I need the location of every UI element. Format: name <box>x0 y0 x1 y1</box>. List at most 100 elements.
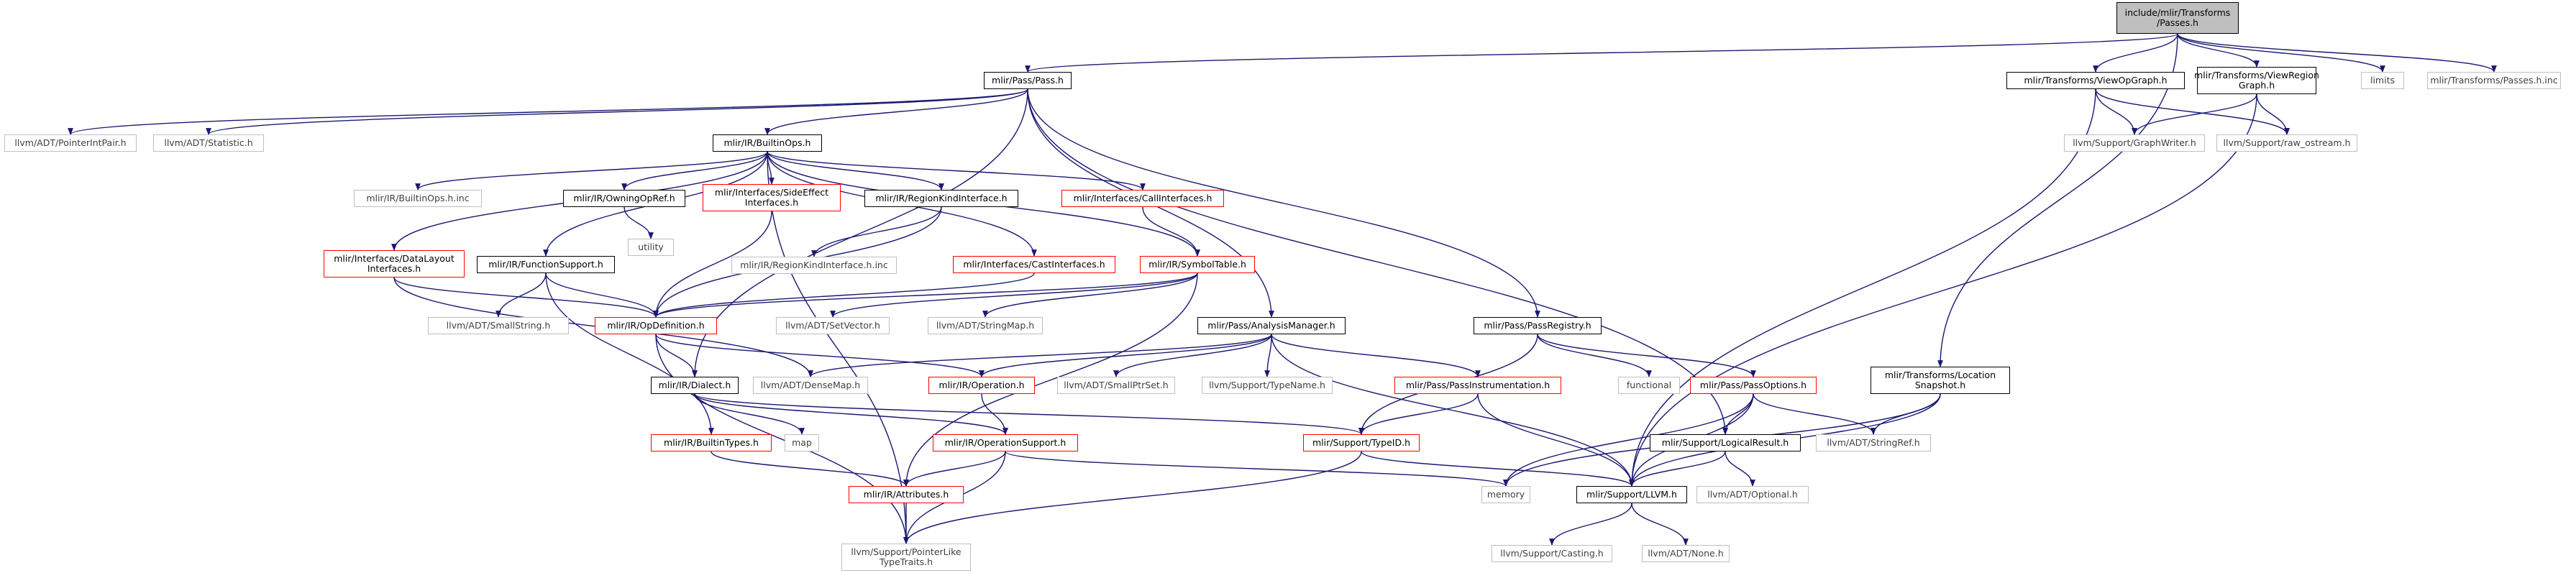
edge-symboltable-to-setvector <box>830 272 1198 318</box>
edge-pass-h-to-pointerintpair <box>68 88 1028 135</box>
edge-analysismanager-to-densemap <box>808 334 1272 377</box>
edge-passes-h-to-passes-inc <box>2177 33 2497 73</box>
graph-node-viewopgraph[interactable]: mlir/Transforms/ViewOpGraph.h <box>2006 72 2185 89</box>
edge-passes-h-to-pass-h <box>1025 33 2178 73</box>
edge-dialect-to-map <box>694 393 805 435</box>
graph-node-sideeffect[interactable]: mlir/Interfaces/SideEffect Interfaces.h <box>703 184 841 211</box>
edge-passoptions-to-stringref <box>1753 393 1876 435</box>
edge-passes-h-to-viewopgraph <box>2093 33 2178 73</box>
edge-builtinops-to-builtinops-inc <box>415 151 768 191</box>
edge-pass-h-to-builtinops <box>764 88 1028 135</box>
graph-node-datalayout[interactable]: mlir/Interfaces/DataLayout Interfaces.h <box>324 250 465 278</box>
graph-node-passes-h[interactable]: include/mlir/Transforms /Passes.h <box>2116 2 2239 34</box>
edge-castinterfaces-to-opdefinition <box>653 272 1035 318</box>
edge-llvm-h-to-casting <box>1549 503 1632 546</box>
graph-node-optional: llvm/ADT/Optional.h <box>1696 486 1809 503</box>
graph-node-viewregiongraph[interactable]: mlir/Transforms/ViewRegion Graph.h <box>2194 67 2319 94</box>
graph-node-typename: llvm/Support/TypeName.h <box>1202 377 1333 394</box>
edge-pass-h-to-statistic <box>206 88 1028 135</box>
graph-node-pass-h[interactable]: mlir/Pass/Pass.h <box>984 72 1072 89</box>
graph-node-stringmap: llvm/ADT/StringMap.h <box>928 317 1043 334</box>
graph-node-builtinops[interactable]: mlir/IR/BuiltinOps.h <box>713 134 822 152</box>
edge-viewopgraph-to-llvm-h <box>1629 88 2096 487</box>
graph-node-castinterfaces[interactable]: mlir/Interfaces/CastInterfaces.h <box>953 256 1115 273</box>
edge-operationsupport-to-attributes <box>903 451 1006 487</box>
edge-passinstrumentation-to-typeid <box>1358 393 1479 435</box>
edge-passes-h-to-viewregiongraph <box>2177 33 2260 68</box>
graph-node-raw-ostream: llvm/Support/raw_ostream.h <box>2216 134 2357 152</box>
graph-node-limits: limits <box>2361 72 2404 89</box>
edge-analysismanager-to-smallptrset <box>1113 334 1272 377</box>
edge-symboltable-to-stringmap <box>982 272 1198 318</box>
edge-passregistry-to-functional <box>1537 334 1652 377</box>
graph-node-smallptrset: llvm/ADT/SmallPtrSet.h <box>1057 377 1175 394</box>
graph-node-functional: functional <box>1618 377 1680 394</box>
graph-node-utility: utility <box>628 239 674 256</box>
edge-analysismanager-to-passinstrumentation <box>1271 334 1481 377</box>
edge-dialect-to-operationsupport <box>694 393 1008 435</box>
edge-passes-h-to-locationsnapshot <box>1937 33 2178 367</box>
graph-node-functionsupport[interactable]: mlir/IR/FunctionSupport.h <box>477 256 615 273</box>
graph-node-operationsupport[interactable]: mlir/IR/OperationSupport.h <box>933 434 1078 451</box>
edge-llvm-h-to-none <box>1631 503 1689 546</box>
graph-node-llvm-h[interactable]: mlir/Support/LLVM.h <box>1576 486 1687 503</box>
graph-node-typeid[interactable]: mlir/Support/TypeID.h <box>1303 434 1420 451</box>
edge-functionsupport-to-builtintypes <box>545 272 714 435</box>
edge-builtintypes-to-attributes <box>711 451 909 487</box>
edge-viewregiongraph-to-llvm-h <box>1629 93 2257 487</box>
graph-node-setvector: llvm/ADT/SetVector.h <box>776 317 890 334</box>
edge-symboltable-to-attributes <box>903 272 1198 487</box>
edge-passinstrumentation-to-llvm-h <box>1477 393 1635 487</box>
edge-analysismanager-to-typename <box>1264 334 1272 377</box>
graph-node-builtintypes[interactable]: mlir/IR/BuiltinTypes.h <box>651 434 772 451</box>
edge-pass-h-to-passregistry <box>1027 88 1540 318</box>
graph-node-stringref: llvm/ADT/StringRef.h <box>1816 434 1931 451</box>
edge-builtinops-to-pointerlike <box>767 151 909 544</box>
edge-passoptions-to-memory <box>1503 393 1754 487</box>
graph-node-regionkind[interactable]: mlir/IR/RegionKindInterface.h <box>864 190 1018 207</box>
edge-opdefinition-to-pointerlike <box>655 334 909 544</box>
graph-node-passinstrumentation[interactable]: mlir/Pass/PassInstrumentation.h <box>1394 377 1561 394</box>
graph-node-pointerintpair: llvm/ADT/PointerIntPair.h <box>4 134 137 152</box>
edge-functionsupport-to-opdefinition <box>545 272 659 318</box>
graph-node-logicalresult[interactable]: mlir/Support/LogicalResult.h <box>1650 434 1801 451</box>
edge-logicalresult-to-llvm-h <box>1629 451 1726 487</box>
edge-callinterfaces-to-symboltable <box>1142 206 1200 257</box>
edge-sideeffect-to-opdefinition <box>653 211 772 318</box>
graph-node-analysismanager[interactable]: mlir/Pass/AnalysisManager.h <box>1197 317 1346 334</box>
edge-analysismanager-to-llvm-h <box>1271 334 1635 487</box>
edge-typeid-to-pointerlike <box>903 451 1362 544</box>
edge-builtinops-to-callinterfaces <box>767 151 1146 191</box>
graph-node-passes-inc: mlir/Transforms/Passes.h.inc <box>2427 72 2561 89</box>
graph-node-densemap: llvm/ADT/DenseMap.h <box>753 377 868 394</box>
edge-passregistry-to-passoptions <box>1537 334 1756 377</box>
edge-viewregiongraph-to-raw-ostream <box>2256 93 2290 135</box>
graph-node-operation[interactable]: mlir/IR/Operation.h <box>928 377 1035 394</box>
edge-viewopgraph-to-raw-ostream <box>2095 88 2290 135</box>
edge-owningopref-to-utility <box>624 206 654 239</box>
graph-node-callinterfaces[interactable]: mlir/Interfaces/CallInterfaces.h <box>1061 190 1224 207</box>
edge-builtinops-to-regionkind <box>767 151 944 191</box>
graph-node-statistic: llvm/ADT/Statistic.h <box>153 134 264 152</box>
edge-functionsupport-to-smallstring <box>495 272 547 318</box>
graph-node-attributes[interactable]: mlir/IR/Attributes.h <box>849 486 964 503</box>
graph-node-graphwriter: llvm/Support/GraphWriter.h <box>2064 134 2205 152</box>
edge-opdefinition-to-dialect <box>655 334 698 377</box>
graph-node-locationsnapshot[interactable]: mlir/Transforms/Location Snapshot.h <box>1871 367 2010 394</box>
graph-node-symboltable[interactable]: mlir/IR/SymbolTable.h <box>1140 256 1255 273</box>
graph-node-memory: memory <box>1481 486 1530 503</box>
graph-node-opdefinition[interactable]: mlir/IR/OpDefinition.h <box>595 317 717 334</box>
edge-symboltable-to-opdefinition <box>653 272 1198 318</box>
graph-node-passregistry[interactable]: mlir/Pass/PassRegistry.h <box>1474 317 1602 334</box>
edge-viewopgraph-to-graphwriter <box>2095 88 2137 135</box>
graph-node-casting: llvm/Support/Casting.h <box>1492 545 1612 562</box>
edge-datalayout-to-opdefinition <box>393 277 659 318</box>
graph-node-regionkind-inc: mlir/IR/RegionKindInterface.h.inc <box>731 257 897 274</box>
edge-regionkind-to-regionkind-inc <box>811 206 942 257</box>
edge-typeid-to-llvm-h <box>1361 451 1635 487</box>
edge-opdefinition-to-operation <box>655 334 985 377</box>
graph-node-owningopref[interactable]: mlir/IR/OwningOpRef.h <box>563 190 685 207</box>
graph-node-dialect[interactable]: mlir/IR/Dialect.h <box>651 377 739 394</box>
graph-node-passoptions[interactable]: mlir/Pass/PassOptions.h <box>1690 377 1817 394</box>
